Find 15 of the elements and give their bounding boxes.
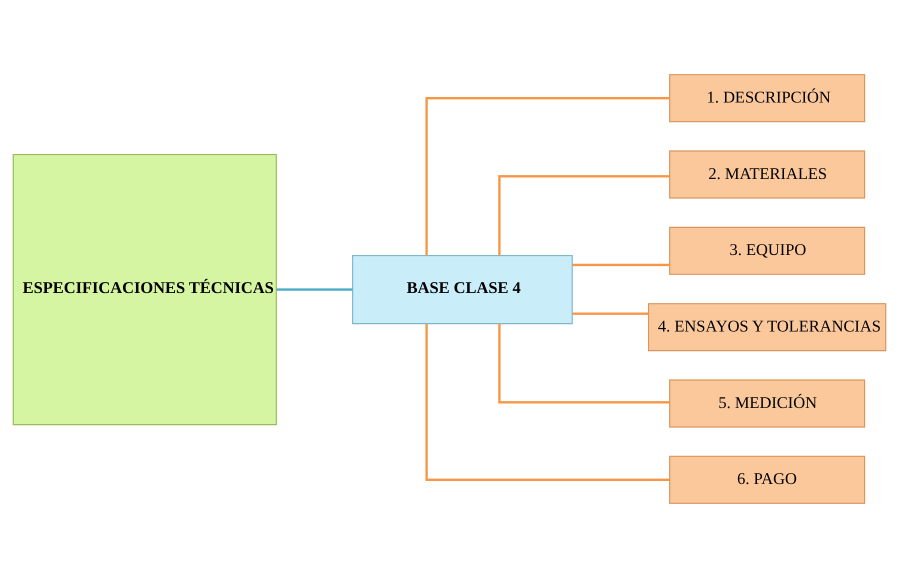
connector (425, 324, 670, 480)
node-box: 5. MEDICIÓN (669, 378, 866, 428)
connector (572, 263, 670, 266)
node-box: BASE CLASE 4 (352, 254, 573, 324)
node-box: ESPECIFICACIONES TÉCNICAS (12, 153, 277, 425)
connector (425, 96, 670, 255)
node-box: 1. DESCRIPCIÓN (669, 74, 866, 122)
connector (498, 174, 670, 255)
node-box: 6. PAGO (669, 455, 866, 504)
connector (276, 288, 353, 290)
node-box: 2. MATERIALES (669, 150, 866, 198)
node-box: 3. EQUIPO (669, 226, 866, 274)
connector (498, 323, 670, 403)
connector (572, 312, 649, 314)
node-box: 4. ENSAYOS Y TOLERANCIAS (648, 302, 886, 351)
